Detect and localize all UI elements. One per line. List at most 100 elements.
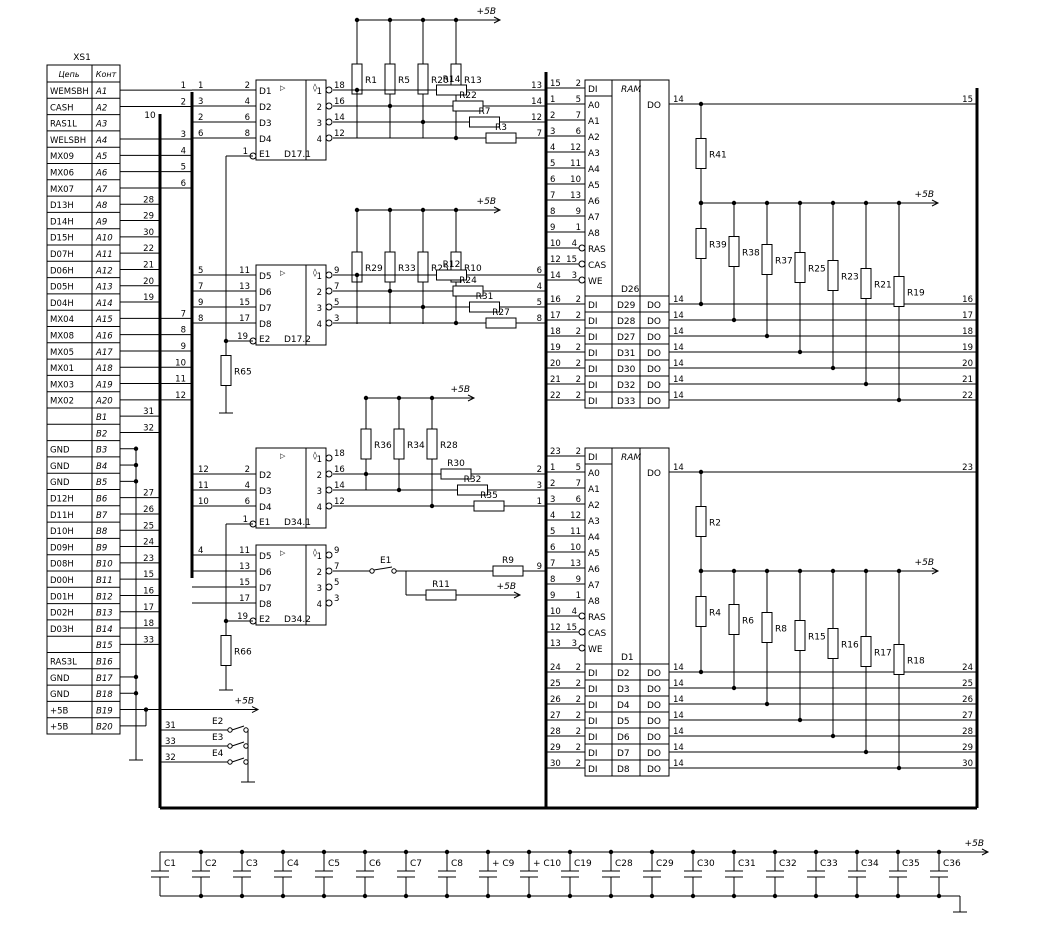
- chip-out-number: 4: [317, 320, 322, 330]
- chip-pin-label: E1: [259, 150, 270, 160]
- ram-line-number: 1: [550, 463, 555, 473]
- junction-dot: [772, 893, 778, 899]
- ram-line-number: 7: [550, 191, 555, 201]
- wire-number: 27: [143, 489, 154, 499]
- connector-pin: A6: [95, 169, 108, 179]
- connector-pin: A15: [95, 315, 113, 325]
- pullup-resistor: [695, 228, 707, 259]
- inversion-bubble: [325, 599, 333, 607]
- chip-pin-label: E2: [259, 335, 270, 345]
- connector-signal: MX03: [50, 380, 74, 390]
- ram-pin-number: 12: [570, 143, 581, 153]
- ram-id: D7: [617, 749, 630, 759]
- ram-addr-label: A5: [588, 549, 600, 559]
- pullup-resistor: [761, 612, 773, 643]
- inversion-bubble: [325, 583, 333, 591]
- inversion-bubble: [325, 486, 333, 494]
- ram-pin-number: 2: [576, 759, 581, 769]
- chip-pin-number: 18: [334, 81, 345, 91]
- ram-pin-label: DO: [647, 669, 661, 679]
- ram-pin-number: 4: [572, 607, 577, 617]
- series-number: 2: [537, 465, 542, 475]
- ram-line-number: 22: [550, 391, 561, 401]
- power-arrow: [513, 591, 522, 599]
- junction-dot: [444, 849, 450, 855]
- power-label: +5B: [497, 582, 516, 592]
- ram-line-number: 17: [962, 311, 973, 321]
- power-label: +5B: [451, 385, 470, 395]
- inversion-bubble: [325, 319, 333, 327]
- power-arrow: [981, 848, 990, 856]
- capacitor-label: C34: [861, 859, 879, 869]
- chip-pin-number: 8: [245, 129, 250, 139]
- connector-signal: GND: [50, 446, 70, 456]
- capacitor-label: C31: [738, 859, 756, 869]
- ram-line-number: 1: [550, 95, 555, 105]
- junction-dot: [485, 893, 491, 899]
- ram-chip: [584, 447, 670, 665]
- connector-pin: B1: [96, 413, 107, 423]
- ram-pin-number: 14: [673, 391, 684, 401]
- chip-pin-number: 3: [334, 594, 339, 604]
- connector-signal: +5B: [50, 706, 69, 716]
- ram-line-number: 30: [550, 759, 561, 769]
- series-number: 14: [531, 97, 542, 107]
- connector-pin: B11: [96, 576, 113, 586]
- resistor-label: R66: [234, 648, 252, 658]
- pullup-resistor: [728, 236, 740, 267]
- ram-pin-label: DI: [588, 717, 598, 727]
- resistor-label: R6: [742, 617, 754, 627]
- connector-signal: RAS1L: [50, 120, 77, 130]
- ram-pin-number: 13: [570, 191, 581, 201]
- ram-line-number: 23: [550, 447, 561, 457]
- junction-dot: [830, 365, 836, 371]
- resistor-label: R20: [431, 76, 449, 86]
- connector-signal: D05H: [50, 283, 74, 293]
- chip-pin-number: 1: [243, 515, 248, 525]
- ram-label: RAM: [621, 453, 641, 463]
- chip-pin-number: 16: [334, 97, 345, 107]
- resistor-label: R10: [464, 264, 482, 274]
- ram-line-number: 17: [550, 311, 561, 321]
- buffer-chip: [255, 79, 327, 161]
- buffer-icon: ▷: [280, 549, 286, 557]
- chip-pin-label: D2: [259, 471, 272, 481]
- connector-pin: A10: [95, 234, 113, 244]
- chip-pin-number: 19: [237, 332, 248, 342]
- connector-pin: A8: [95, 201, 108, 211]
- bus-number: 4: [198, 546, 203, 556]
- capacitor-label: C32: [779, 859, 797, 869]
- ram-id: D29: [617, 301, 636, 311]
- enable-icon: ◊: [313, 548, 317, 557]
- ram-addr-label: A2: [588, 133, 600, 143]
- ram-addr-label: A6: [588, 565, 600, 575]
- connector-signal: D06H: [50, 266, 74, 276]
- chip-id: D34.2: [284, 615, 311, 625]
- ram-pin-number: 2: [576, 391, 581, 401]
- series-number: 12: [531, 113, 542, 123]
- wire-number: 11: [175, 375, 186, 385]
- junction-dot: [764, 333, 770, 339]
- junction-dot: [198, 893, 204, 899]
- connector-signal: MX02: [50, 397, 74, 407]
- ram-line-number: 30: [962, 759, 973, 769]
- power-arrow: [493, 16, 502, 24]
- ram-addr-label: A7: [588, 213, 600, 223]
- pullup-resistor: [360, 428, 372, 460]
- resistor-label: R16: [841, 641, 859, 651]
- resistor-label: R9: [502, 556, 514, 566]
- ram-addr-label: A5: [588, 181, 600, 191]
- connector-signal: WEMSBH: [50, 87, 89, 97]
- inversion-bubble: [325, 271, 333, 279]
- connector-pin: B5: [96, 478, 107, 488]
- ram-pin-number: 14: [673, 759, 684, 769]
- junction-dot: [813, 849, 819, 855]
- ram-line-number: 9: [550, 223, 555, 233]
- ram-line-number: 5: [550, 527, 555, 537]
- pullup-resistor: [860, 268, 872, 299]
- ram-line-number: 23: [962, 463, 973, 473]
- junction-dot: [797, 349, 803, 355]
- series-number: 7: [537, 129, 542, 139]
- chip-pin-number: 2: [245, 465, 250, 475]
- junction-dot: [772, 849, 778, 855]
